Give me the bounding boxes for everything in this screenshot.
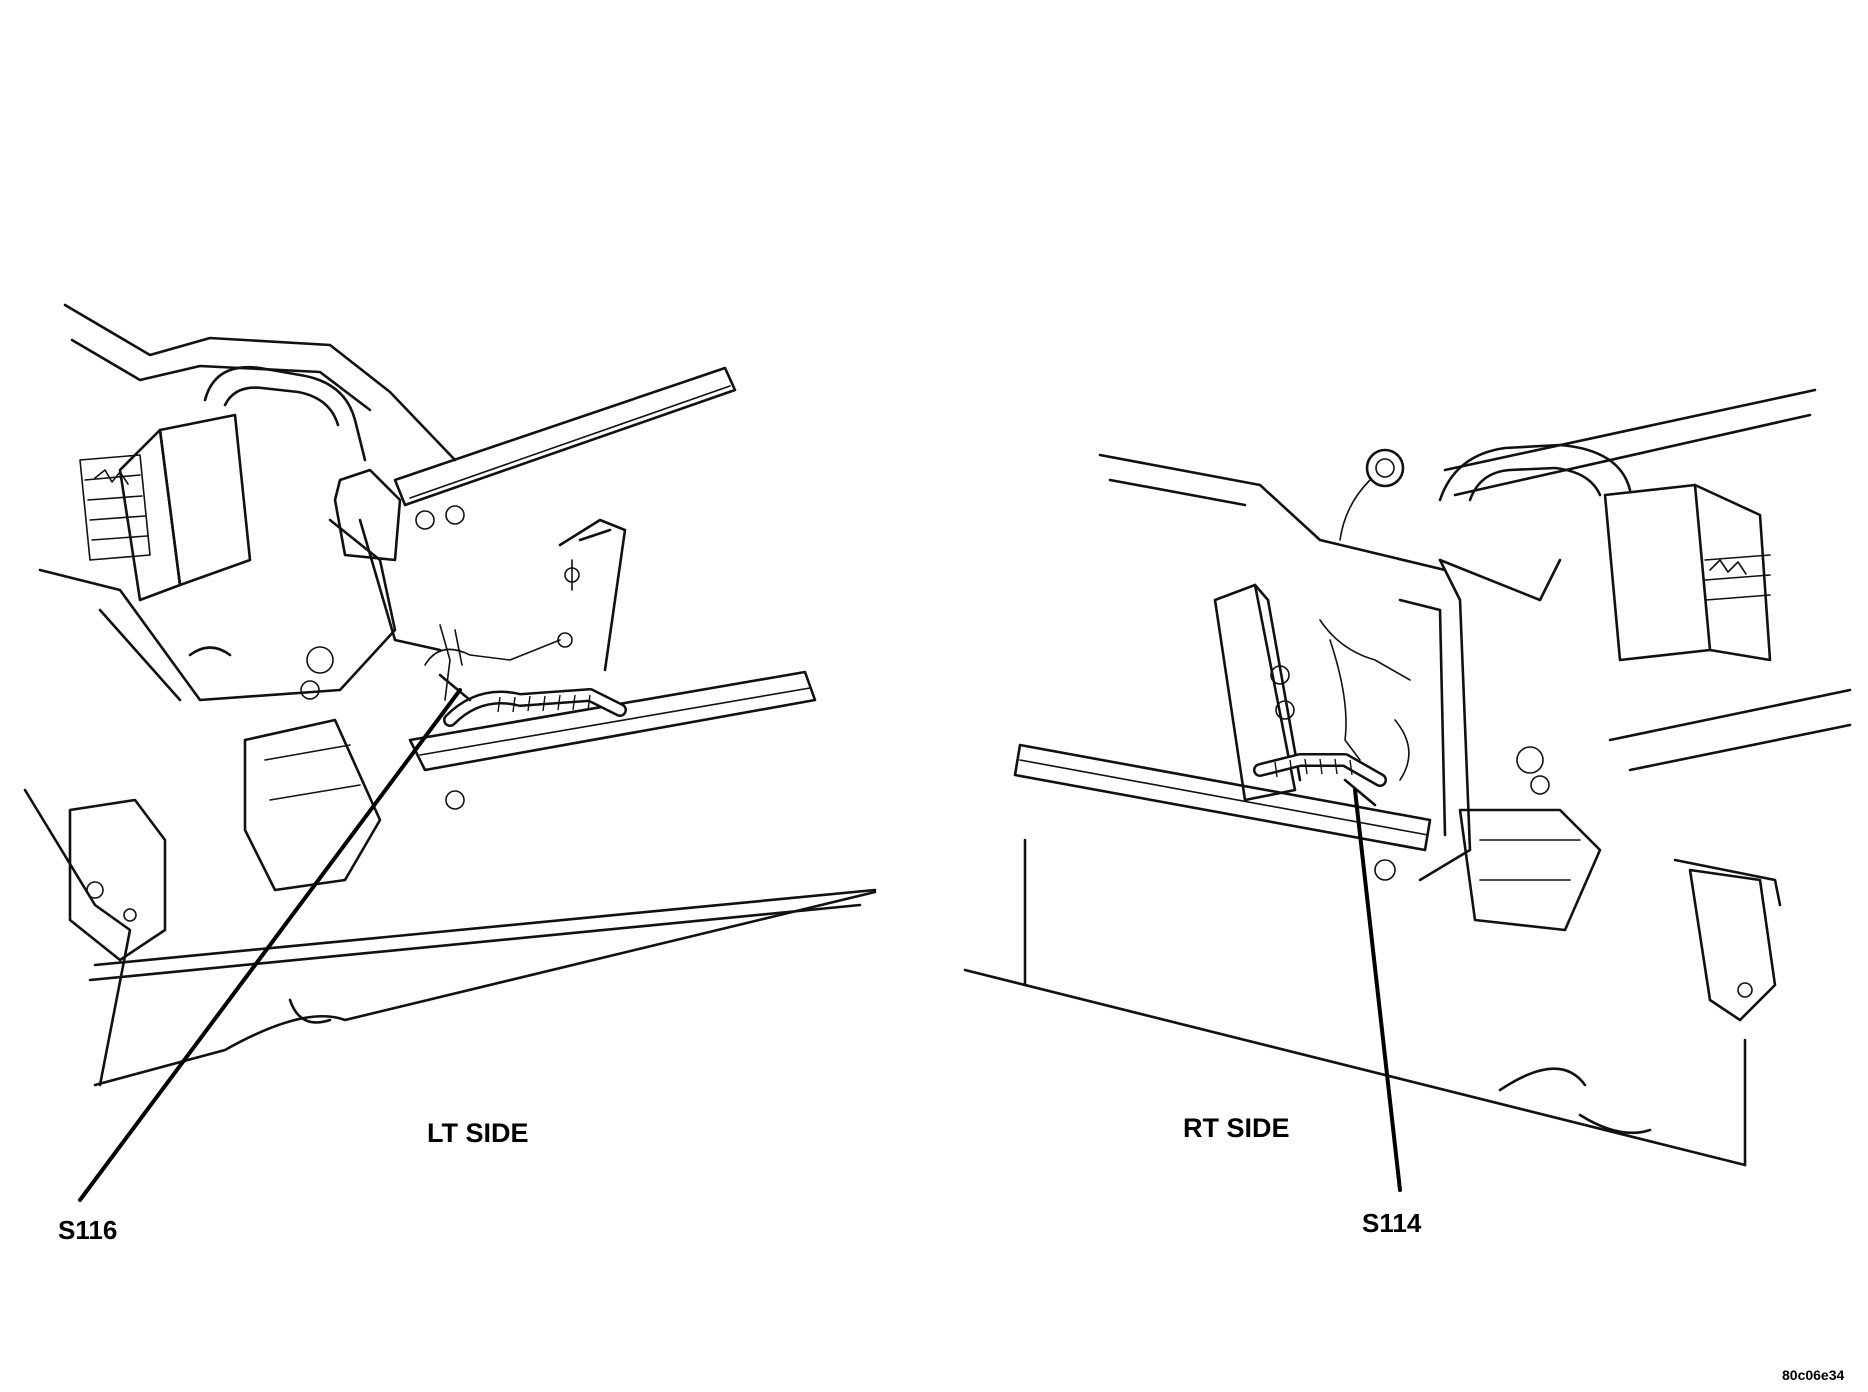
left-side-caption: LT SIDE <box>427 1118 529 1148</box>
figure-id: 80c06e34 <box>1782 1367 1845 1383</box>
left-side-view <box>23 303 877 1202</box>
right-side-view <box>963 388 1852 1192</box>
splice-callout-s114: S114 <box>1362 1208 1422 1238</box>
right-side-caption: RT SIDE <box>1183 1113 1290 1143</box>
splice-callout-s116: S116 <box>58 1215 118 1245</box>
